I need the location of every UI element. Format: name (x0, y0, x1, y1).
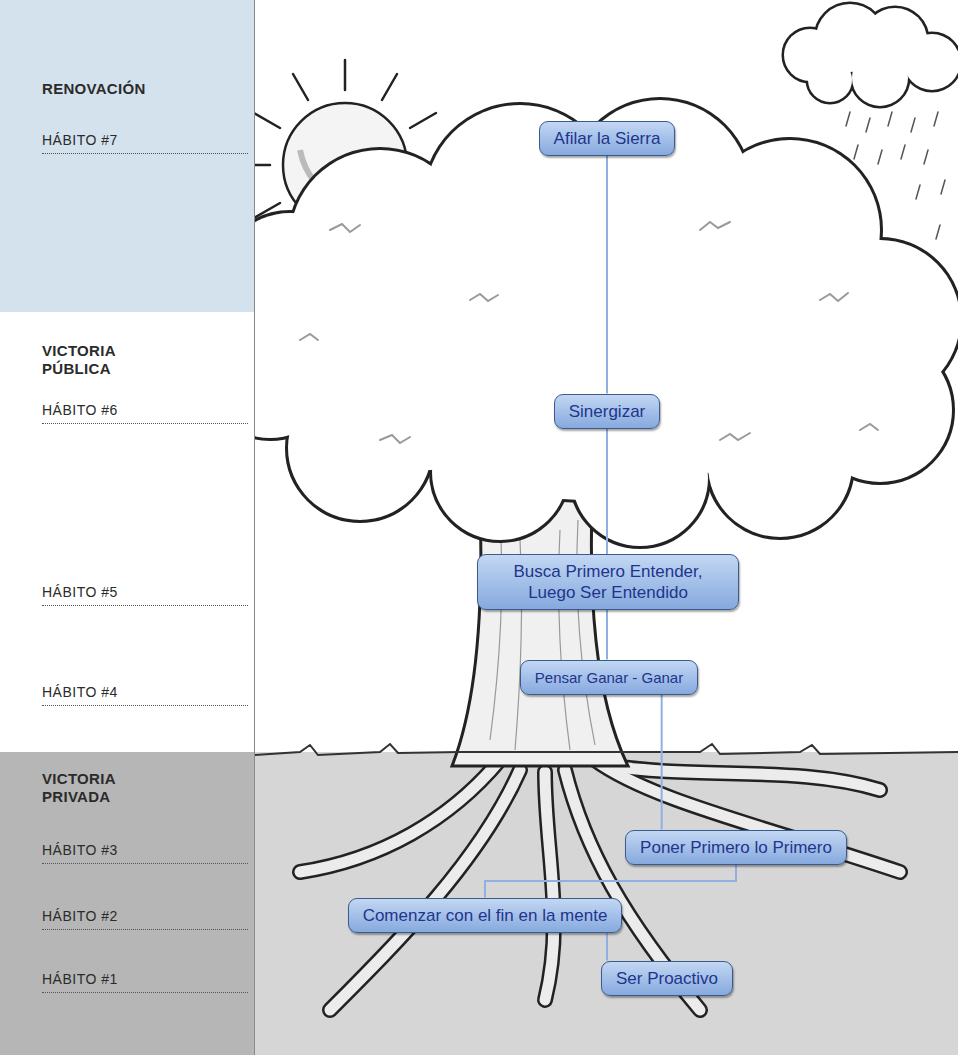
habit-connector (485, 865, 736, 898)
habit-number: HÁBITO #5 (42, 584, 248, 606)
habit-name: Afilar la Sierra (554, 128, 661, 149)
habit-name: Pensar Ganar - Ganar (535, 667, 683, 688)
habit-name: Busca Primero Entender, Luego Ser Entend… (492, 561, 724, 603)
habit-box: Ser Proactivo (601, 961, 733, 996)
habit-number: HÁBITO #1 (42, 971, 248, 993)
category-band: RENOVACIÓN HÁBITO #7 (0, 0, 255, 312)
habit-name: Poner Primero lo Primero (640, 837, 832, 858)
habit-box: Pensar Ganar - Ganar (520, 660, 698, 695)
habit-box: Comenzar con el fin en la mente (348, 898, 623, 933)
habit-box: Busca Primero Entender, Luego Ser Entend… (477, 554, 739, 610)
band-heading: VICTORIA PÚBLICA (42, 342, 152, 378)
band-heading: RENOVACIÓN (42, 80, 152, 98)
habit-connector (606, 610, 608, 660)
habit-number: HÁBITO #2 (42, 908, 248, 930)
habit-name: Ser Proactivo (616, 968, 718, 989)
habit-box: Afilar la Sierra (539, 121, 676, 156)
habit-connector (606, 933, 608, 961)
band-heading: VICTORIA PRIVADA (42, 770, 152, 806)
habit-box: Sinergizar (554, 394, 661, 429)
habit-box: Poner Primero lo Primero (625, 830, 847, 865)
category-band: VICTORIA PRIVADA HÁBITO #3 HÁBITO #2 HÁBITO… (0, 752, 255, 1055)
habit-name: Sinergizar (569, 401, 646, 422)
habit-number: HÁBITO #4 (42, 684, 248, 706)
habit-number: HÁBITO #7 (42, 132, 248, 154)
habit-number: HÁBITO #3 (42, 842, 248, 864)
habit-connector (606, 156, 608, 394)
habit-connector (661, 695, 663, 830)
category-band: VICTORIA PÚBLICA HÁBITO #6 HÁBITO #5 HÁBITO… (0, 312, 255, 752)
habit-connector (606, 429, 608, 555)
habit-number: HÁBITO #6 (42, 402, 248, 424)
habit-name: Comenzar con el fin en la mente (363, 905, 608, 926)
